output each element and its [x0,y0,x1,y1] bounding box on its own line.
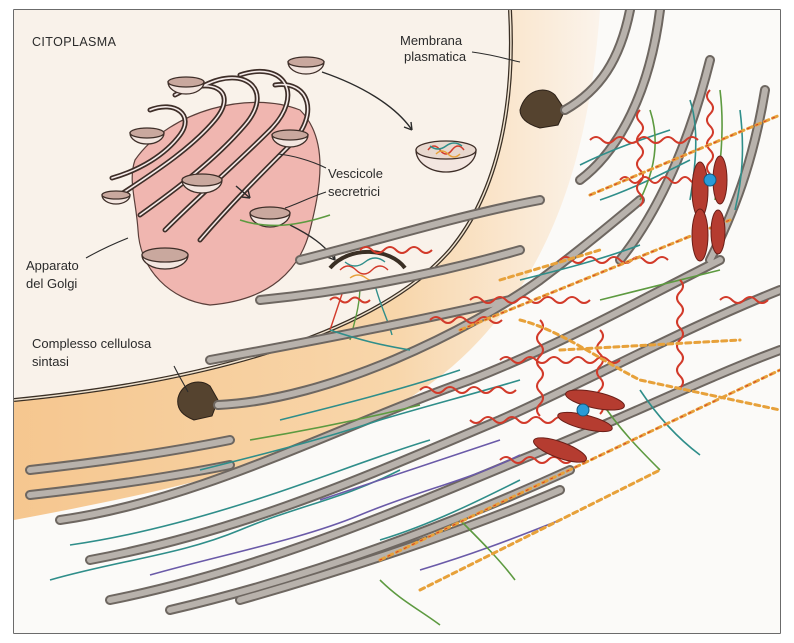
vesicle [102,191,130,204]
vesicle [130,128,164,144]
label-membrane-line2: plasmatica [404,49,467,64]
label-membrane-line1: Membrana [400,33,463,48]
label-golgi-line1: Apparato [26,258,79,273]
label-complex-line1: Complesso cellulosa [32,336,152,351]
label-vesicles-line1: Vescicole [328,166,383,181]
label-golgi-line2: del Golgi [26,276,77,291]
label-vesicles-line2: secretrici [328,184,380,199]
label-cytoplasm: CITOPLASMA [32,35,117,49]
label-complex-line2: sintasi [32,354,69,369]
